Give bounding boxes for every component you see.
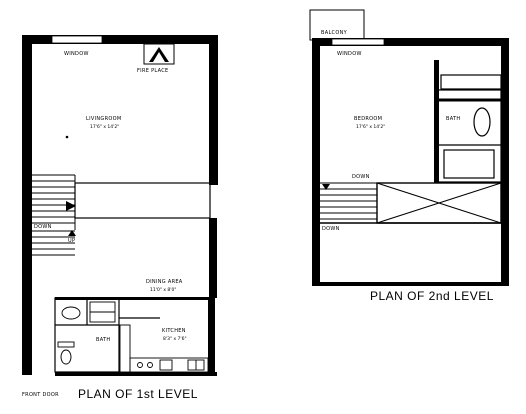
stair-arrow-icon: [66, 201, 76, 211]
first-level-wall-left: [22, 35, 32, 375]
bath-fixtures: [57, 301, 116, 365]
bath-label: BATH: [96, 337, 110, 343]
kitchen-dimensions: 8'3" x 7'6": [163, 336, 187, 342]
fireplace-icon: [143, 43, 175, 65]
stair-void: [376, 182, 502, 224]
first-level-up-label: UP: [68, 238, 75, 244]
second-level-plan: BALCONY WINDOW BEDROOM 17'6" x 14'2" BAT…: [309, 9, 509, 303]
bedroom-window: [331, 38, 385, 46]
front-door-label: FRONT DOOR: [22, 392, 59, 398]
bath-wall-thick: [434, 60, 439, 183]
first-level-wall-right-lower: [209, 218, 217, 298]
first-level-wall-bottom: [55, 372, 217, 376]
first-level-staircase: [32, 174, 211, 256]
dining-area-dimensions: 11'0" x 8'0": [150, 287, 176, 293]
first-level-partitions: [54, 297, 160, 373]
second-level-wall-bottom: [312, 282, 509, 286]
kitchen-counters: [119, 324, 209, 373]
first-level-down-label: DOWN: [34, 224, 52, 230]
second-level-down-upper-label: DOWN: [352, 174, 370, 180]
first-level-plan: WINDOW FIRE PLACE LIVINGROOM 17'6" x 14'…: [22, 35, 218, 401]
second-level-wall-top: [312, 38, 509, 46]
second-level-staircase: [320, 182, 501, 224]
kitchen-label: KITCHEN: [162, 328, 186, 334]
living-room-window: [51, 35, 103, 44]
first-level-window-label: WINDOW: [64, 51, 89, 57]
stair-arrow-up-icon: [68, 230, 76, 236]
living-room-label: LIVINGROOM: [86, 116, 121, 122]
bedroom-label: BEDROOM: [354, 116, 382, 122]
living-room-dimensions: 17'6" x 14'2": [90, 124, 119, 130]
first-level-title: PLAN OF 1st LEVEL: [78, 387, 198, 401]
stair-arrow-down-icon: [322, 184, 330, 190]
sink-icon: [61, 306, 81, 320]
bedroom-dimensions: 17'6" x 14'2": [356, 124, 385, 130]
toilet-icon: [60, 349, 72, 365]
second-level-bath: [436, 74, 502, 183]
second-level-down-lower-label: DOWN: [322, 226, 340, 232]
second-level-title: PLAN OF 2nd LEVEL: [370, 289, 494, 303]
first-level-wall-top: [22, 35, 218, 44]
second-level-bath-label: BATH: [446, 116, 460, 122]
second-level-wall-right: [501, 38, 509, 286]
balcony-label: BALCONY: [321, 30, 348, 36]
tub-icon: [473, 107, 491, 137]
dining-wall: [55, 297, 209, 300]
first-level-wall-right-upper: [209, 35, 218, 185]
first-level-wall-right-kitchen: [208, 298, 215, 375]
fireplace-label: FIRE PLACE: [137, 68, 168, 74]
second-level-window-label: WINDOW: [337, 51, 362, 57]
dining-area-label: DINING AREA: [146, 279, 183, 285]
second-level-wall-left: [312, 38, 320, 286]
living-room-marker: [65, 135, 69, 139]
